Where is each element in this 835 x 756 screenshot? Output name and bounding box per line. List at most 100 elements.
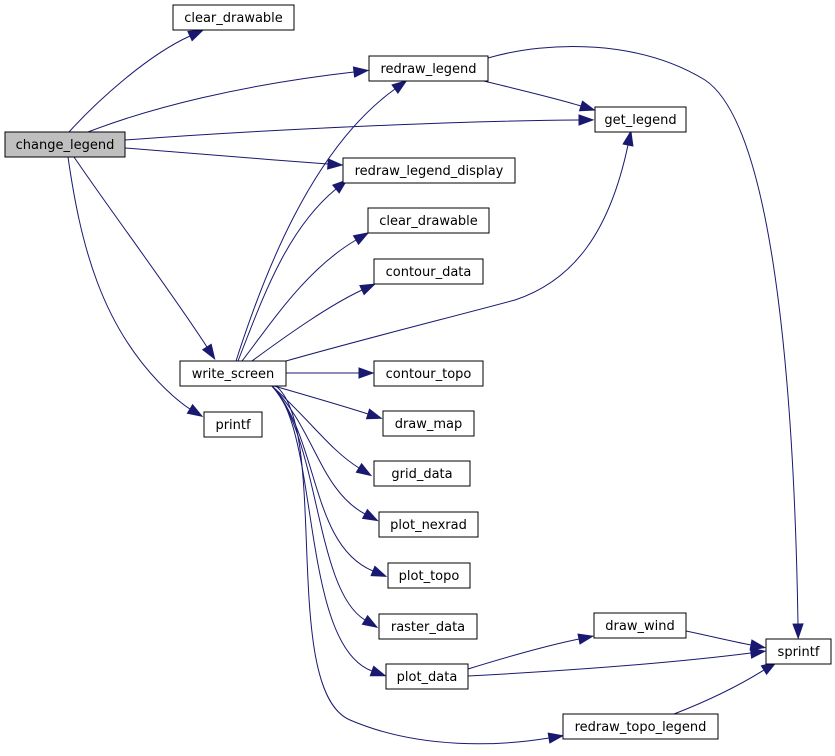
node-redraw-legend-display[interactable]: redraw_legend_display xyxy=(342,157,516,184)
node-label: redraw_legend_display xyxy=(355,164,504,179)
edge-line xyxy=(241,239,357,362)
edge-line xyxy=(73,156,208,348)
arrowhead-icon xyxy=(369,665,387,677)
node-contour-data[interactable]: contour_data xyxy=(373,258,484,285)
node-clear-drawable-a[interactable]: clear_drawable xyxy=(172,4,295,31)
edge-line xyxy=(487,46,799,625)
edges-layer xyxy=(67,29,804,745)
node-box xyxy=(373,360,484,387)
arrowhead-icon xyxy=(355,462,373,477)
node-label: printf xyxy=(215,418,251,433)
edge-change_legend-to-clear_drawable_a xyxy=(68,29,205,133)
edge-plot_data-to-sprintf xyxy=(467,647,767,677)
node-label: plot_topo xyxy=(399,569,460,584)
edge-line xyxy=(237,188,337,362)
edge-line xyxy=(124,119,580,141)
edge-change_legend-to-write_screen xyxy=(73,156,216,360)
node-box xyxy=(382,410,475,437)
node-clear-drawable-b[interactable]: clear_drawable xyxy=(367,207,490,234)
arrowhead-icon xyxy=(352,232,370,246)
edge-write_screen-to-plot_data xyxy=(271,385,387,677)
node-label: redraw_topo_legend xyxy=(575,720,707,735)
edge-line xyxy=(235,88,396,362)
arrowhead-icon xyxy=(359,283,377,296)
edge-line xyxy=(271,385,373,672)
arrowhead-icon xyxy=(365,408,383,420)
node-printf[interactable]: printf xyxy=(203,411,263,438)
node-label: clear_drawable xyxy=(379,214,478,229)
arrowhead-icon xyxy=(578,114,595,126)
node-box xyxy=(179,360,287,387)
edge-write_screen-to-redraw_topo_legend xyxy=(275,385,565,745)
node-label: redraw_legend xyxy=(380,62,476,77)
node-label: get_legend xyxy=(604,113,676,128)
node-redraw-legend[interactable]: redraw_legend xyxy=(368,55,489,82)
node-plot-data[interactable]: plot_data xyxy=(385,663,469,690)
node-draw-wind[interactable]: draw_wind xyxy=(593,612,687,639)
edge-write_screen-to-get_legend xyxy=(285,129,634,362)
edge-line xyxy=(673,669,765,715)
node-grid-data[interactable]: grid_data xyxy=(373,460,471,487)
node-box xyxy=(373,460,471,487)
node-contour-topo[interactable]: contour_topo xyxy=(373,360,484,387)
arrowhead-icon xyxy=(358,367,375,379)
node-redraw-topo-legend[interactable]: redraw_topo_legend xyxy=(562,713,719,740)
node-box xyxy=(387,562,471,589)
edge-change_legend-to-redraw_legend xyxy=(87,66,370,133)
edge-line xyxy=(271,385,366,621)
arrowhead-icon xyxy=(749,647,767,659)
edge-line xyxy=(275,385,550,745)
arrowhead-icon xyxy=(622,129,634,147)
edge-line xyxy=(273,385,369,415)
edge-write_screen-to-raster_data xyxy=(271,385,379,628)
arrowhead-icon xyxy=(749,639,767,651)
node-label: raster_data xyxy=(391,620,465,635)
edge-write_screen-to-draw_map xyxy=(273,385,383,420)
edge-write_screen-to-clear_drawable_b xyxy=(241,232,370,362)
edge-line xyxy=(285,144,629,362)
edge-write_screen-to-contour_topo xyxy=(286,367,375,379)
node-label: grid_data xyxy=(391,467,452,482)
node-label: plot_data xyxy=(397,670,458,685)
arrowhead-icon xyxy=(578,100,596,112)
arrowhead-icon xyxy=(792,623,804,640)
node-raster-data[interactable]: raster_data xyxy=(378,613,478,640)
edge-plot_data-to-draw_wind xyxy=(467,633,595,670)
edge-line xyxy=(483,80,582,107)
node-draw-map[interactable]: draw_map xyxy=(382,410,475,437)
node-box xyxy=(373,258,484,285)
node-box xyxy=(368,55,489,82)
edge-change_legend-to-printf xyxy=(67,156,204,417)
node-label: contour_topo xyxy=(386,367,472,382)
edge-line xyxy=(87,71,355,133)
edge-line xyxy=(67,156,191,410)
node-box xyxy=(765,638,832,665)
node-change-legend[interactable]: change_legend xyxy=(4,131,126,158)
arrowhead-icon xyxy=(361,614,379,628)
node-label: clear_drawable xyxy=(184,11,283,26)
arrowhead-icon xyxy=(547,732,565,744)
edge-write_screen-to-redraw_legend_display xyxy=(237,179,348,362)
node-label: draw_map xyxy=(395,417,463,432)
arrowhead-icon xyxy=(186,403,204,417)
edge-line xyxy=(271,385,366,515)
edge-change_legend-to-redraw_legend_display xyxy=(124,147,344,170)
node-plot-nexrad[interactable]: plot_nexrad xyxy=(378,511,479,538)
edge-draw_wind-to-sprintf xyxy=(685,630,767,651)
node-plot-topo[interactable]: plot_topo xyxy=(387,562,471,589)
node-get-legend[interactable]: get_legend xyxy=(594,106,687,133)
node-sprintf[interactable]: sprintf xyxy=(765,638,832,665)
arrowhead-icon xyxy=(187,29,205,42)
node-box xyxy=(342,157,516,184)
edge-write_screen-to-plot_nexrad xyxy=(271,385,379,522)
node-label: write_screen xyxy=(192,367,274,382)
edge-write_screen-to-contour_data xyxy=(251,283,377,362)
node-write-screen[interactable]: write_screen xyxy=(179,360,287,387)
edge-line xyxy=(124,147,329,165)
edge-redraw_legend-to-get_legend xyxy=(483,80,596,112)
arrowhead-icon xyxy=(201,343,216,360)
edge-change_legend-to-get_legend xyxy=(124,114,595,141)
edge-write_screen-to-plot_topo xyxy=(271,385,388,577)
edge-line xyxy=(685,630,752,646)
